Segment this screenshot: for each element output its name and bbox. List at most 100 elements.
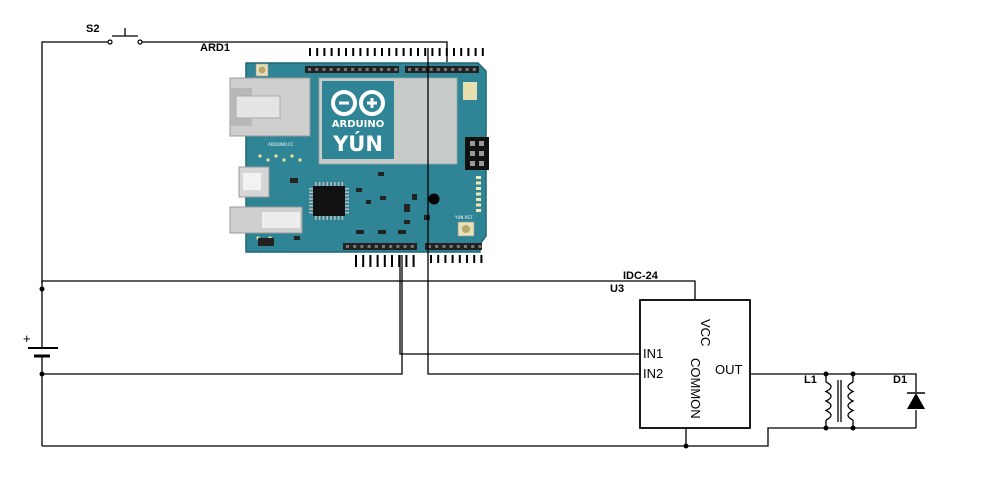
pin-marker [417, 48, 419, 56]
junction-inductor-br [850, 425, 856, 431]
microcontroller-pins [309, 182, 349, 220]
pin-marker [388, 48, 391, 56]
smd-component [366, 200, 371, 204]
pin-label-vcc: VCC [698, 319, 713, 346]
chip-leg [345, 211, 349, 214]
indicator-dot [282, 158, 286, 162]
pin-marker [395, 48, 398, 56]
header-pin [428, 245, 431, 248]
inductor-l1: L1 [804, 374, 855, 422]
status-led [476, 181, 481, 185]
chip-leg [309, 194, 313, 197]
header-pin [372, 68, 376, 71]
bottom-header-left [343, 243, 417, 250]
yun-reset-button-cap [462, 225, 470, 233]
board-site: ARDUINO.CC [268, 142, 294, 147]
module-u3: IDC-24 U3 VCC IN1 IN2 OUT COMMON [610, 270, 751, 429]
indicator-dot [290, 154, 294, 158]
pin-marker [444, 255, 447, 263]
header-pin [471, 245, 475, 248]
pin-marker [473, 255, 476, 263]
chip-leg [345, 198, 349, 200]
icsp-pins [470, 141, 484, 166]
top-pin-labels [309, 48, 484, 56]
header-pin [358, 68, 362, 71]
status-leds [256, 154, 481, 240]
smd-component [356, 230, 364, 234]
inductor-coil-right [847, 381, 855, 421]
usb-host-opening [262, 212, 300, 228]
header-pin [410, 245, 414, 248]
indicator-dot [258, 154, 262, 158]
header-pin [322, 68, 326, 71]
header-pin [451, 68, 455, 71]
bottom-header-pins [346, 245, 482, 248]
chip-leg [337, 216, 340, 220]
arduino-yun-board: ARDUINO YÚN ARDUINO.CC YUN RST [229, 48, 489, 267]
chip-leg [309, 198, 313, 200]
junction-ground [683, 443, 689, 449]
pin-marker [369, 255, 372, 267]
pin-marker [430, 255, 432, 263]
battery-plus-sign: + [23, 331, 31, 346]
chip-leg [334, 216, 336, 220]
chip-leg [309, 188, 313, 190]
pin-marker [345, 48, 347, 56]
status-led [476, 203, 481, 207]
board-brand: ARDUINO [332, 119, 384, 130]
wire-in2 [42, 255, 403, 375]
wire-in1 [399, 255, 640, 355]
pin-marker [474, 48, 477, 56]
header-pin [444, 68, 447, 71]
header-pin [374, 245, 378, 248]
header-pin [449, 245, 453, 248]
indicator-dot [266, 158, 270, 162]
chip-leg [334, 182, 336, 186]
icsp-pin [479, 141, 484, 146]
pin-marker [458, 255, 461, 263]
pin-marker [467, 48, 470, 56]
header-pin [415, 68, 419, 71]
pin-marker [481, 48, 484, 56]
bottom-pin-labels [355, 255, 483, 267]
chip-leg [309, 201, 313, 204]
board-model: YÚN [332, 131, 383, 156]
header-pin [344, 68, 347, 71]
smd-component [258, 238, 274, 246]
chip-leg [315, 182, 317, 186]
pin-marker [330, 48, 333, 56]
pin-marker [424, 48, 427, 56]
pin-marker [337, 48, 340, 56]
inductor-coil-left [824, 381, 832, 421]
chip-leg [309, 191, 313, 193]
chip-leg [337, 182, 340, 186]
icsp-pin [470, 151, 475, 156]
chip-leg [318, 182, 321, 186]
chip-leg [309, 208, 313, 210]
pin-marker [412, 255, 415, 267]
pin-label-out: OUT [715, 362, 743, 377]
board-label: ARD1 [200, 42, 230, 54]
wire-switch-right [141, 41, 448, 62]
pin-marker [402, 48, 405, 56]
pin-marker [438, 48, 441, 56]
header-pin [315, 68, 319, 71]
header-pin [329, 68, 333, 71]
icsp-pin [470, 141, 475, 146]
yun-reset-label: YUN RST [454, 215, 473, 220]
switch-contact-left [107, 39, 113, 45]
header-pin [442, 245, 446, 248]
battery: + [23, 331, 58, 362]
junction-inductor-tr [850, 371, 856, 377]
pin-marker [383, 255, 386, 267]
header-pin [464, 245, 467, 248]
wire-ground-bottom [42, 427, 916, 447]
pin-marker [466, 255, 468, 263]
chip-leg [326, 182, 328, 186]
pin-marker [376, 255, 379, 267]
header-pin [472, 68, 476, 71]
chip-leg [345, 194, 349, 197]
wires [41, 41, 917, 447]
module-type-label: IDC-24 [623, 270, 659, 282]
status-led [476, 192, 481, 196]
